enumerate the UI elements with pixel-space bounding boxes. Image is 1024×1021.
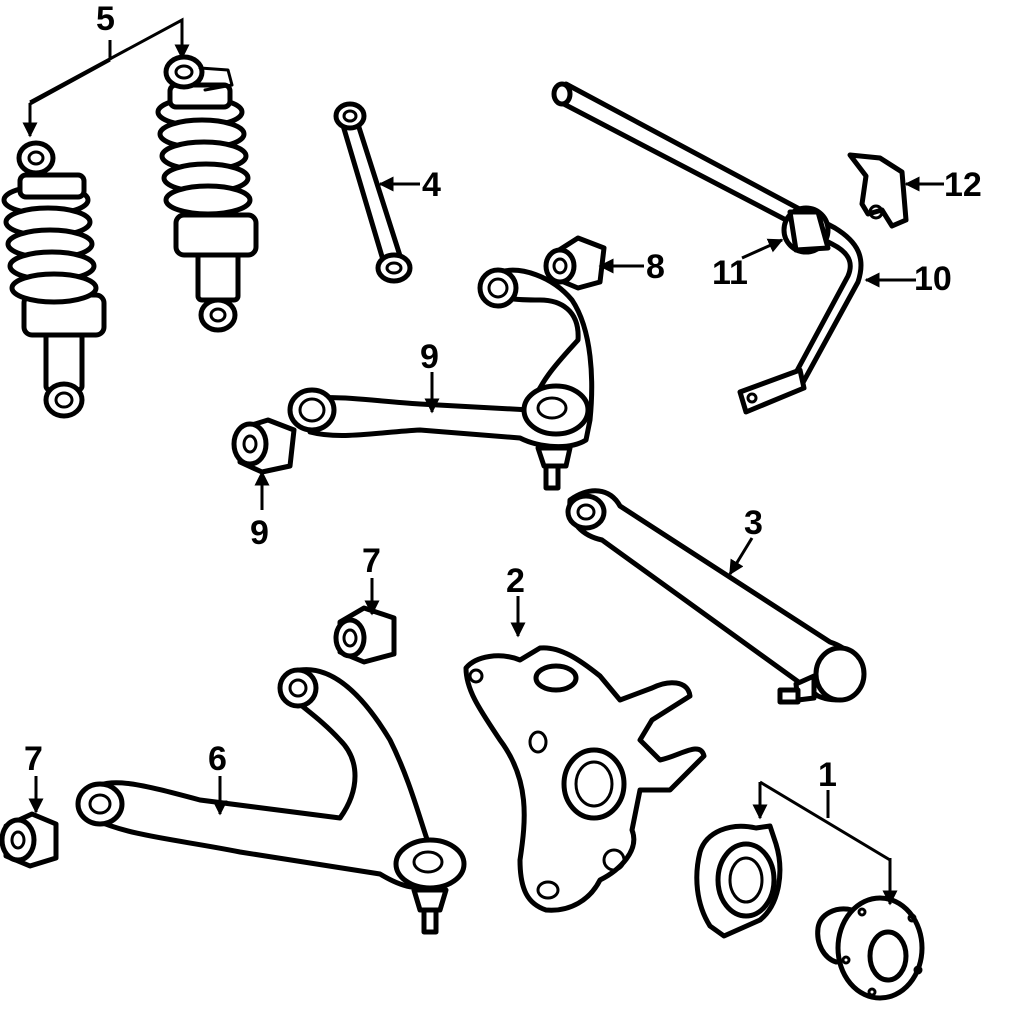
- stabilizer-bracket: [847, 152, 909, 229]
- stabilizer-bar: [551, 81, 864, 415]
- callout-10: 10: [914, 260, 952, 298]
- callout-6: 6: [208, 740, 227, 778]
- hub-bearing: [694, 823, 783, 939]
- callout-1: 1: [818, 756, 837, 794]
- bushing-far-left: [0, 811, 59, 869]
- steering-knuckle: [463, 645, 707, 913]
- callout-2: 2: [506, 562, 525, 600]
- coil-spring-shock-right: [155, 54, 259, 333]
- leader-lines: [22, 17, 944, 906]
- callout-9-left: 9: [250, 514, 269, 552]
- bushing-left: [231, 417, 297, 475]
- lower-control-arm: [75, 667, 467, 935]
- lateral-link: [565, 488, 867, 705]
- callout-7-mid: 7: [362, 542, 381, 580]
- callout-9-top: 8: [646, 248, 665, 286]
- callout-3: 3: [744, 504, 763, 542]
- bushing-upper: [543, 235, 607, 291]
- callout-labels: 5 4 8 12 11 10 9 9 3 2 7 7 6 1: [24, 0, 982, 794]
- stabilizer-bushing: [781, 205, 831, 255]
- callout-11: 11: [712, 254, 748, 292]
- callout-8: 9: [420, 338, 439, 376]
- coil-spring-shock-left: [1, 140, 107, 419]
- upper-control-arm: [287, 267, 595, 491]
- wheel-hub: [815, 895, 925, 1001]
- callout-5: 5: [96, 0, 115, 38]
- bushing-mid: [333, 605, 397, 665]
- callout-4: 4: [422, 166, 441, 204]
- callout-12: 12: [944, 166, 982, 204]
- callout-7-left: 7: [24, 740, 43, 778]
- link-rod: [333, 101, 413, 284]
